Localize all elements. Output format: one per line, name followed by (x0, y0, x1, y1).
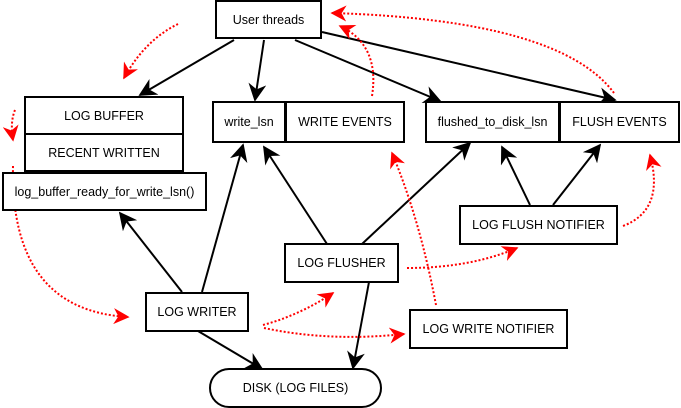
log-flusher-node: LOG FLUSHER (284, 243, 399, 283)
log-writer-node: LOG WRITER (145, 292, 249, 332)
signal-flushevents-to-user (330, 5, 615, 94)
write-lsn-node: write_lsn (212, 101, 286, 143)
edge-user-to-flushevents (321, 31, 617, 106)
signal-user-to-logbuffer (123, 23, 179, 80)
edge-user-to-logbuffer (138, 39, 235, 96)
edge-writer-to-writelsn (201, 143, 248, 293)
signal-left-down (2, 109, 19, 142)
edge-writer-to-disk (197, 330, 264, 370)
edge-flusher-to-flushedlsn (361, 141, 472, 245)
ready-for-write-node: log_buffer_ready_for_write_lsn() (2, 172, 207, 211)
disk-log-files-node: DISK (LOG FILES) (209, 368, 382, 408)
log-buffer-node: LOG BUFFER (24, 96, 184, 135)
signal-writeevents-to-user (338, 24, 375, 97)
edge-user-to-writelsn (248, 39, 267, 102)
signal-writer-to-writenotifier (263, 327, 406, 344)
edge-flusher-to-writelsn (263, 145, 328, 245)
edge-flusher-to-disk (347, 281, 370, 370)
log-flush-notifier-node: LOG FLUSH NOTIFIER (459, 205, 618, 245)
log-write-notifier-node: LOG WRITE NOTIFIER (409, 309, 568, 349)
edge-flushnotifier-to-flushedlsn (500, 145, 531, 206)
signal-flusher-to-flushnotifier (406, 246, 519, 269)
edge-user-to-flushedlsn (294, 39, 442, 104)
flushed-to-disk-lsn-node: flushed_to_disk_lsn (425, 101, 560, 143)
signal-writenotifier-to-writeevents (390, 151, 437, 306)
edge-writer-to-ready (118, 211, 183, 293)
user-threads-node: User threads (215, 0, 322, 39)
flush-events-node: FLUSH EVENTS (559, 101, 680, 143)
signal-flushnotifier-to-flushevents (622, 153, 662, 227)
write-events-node: WRITE EVENTS (285, 101, 405, 143)
recent-written-node: RECENT WRITTEN (24, 133, 184, 172)
signal-writer-to-flusher (262, 292, 335, 326)
edge-flushnotifier-to-flushevents (552, 143, 602, 206)
